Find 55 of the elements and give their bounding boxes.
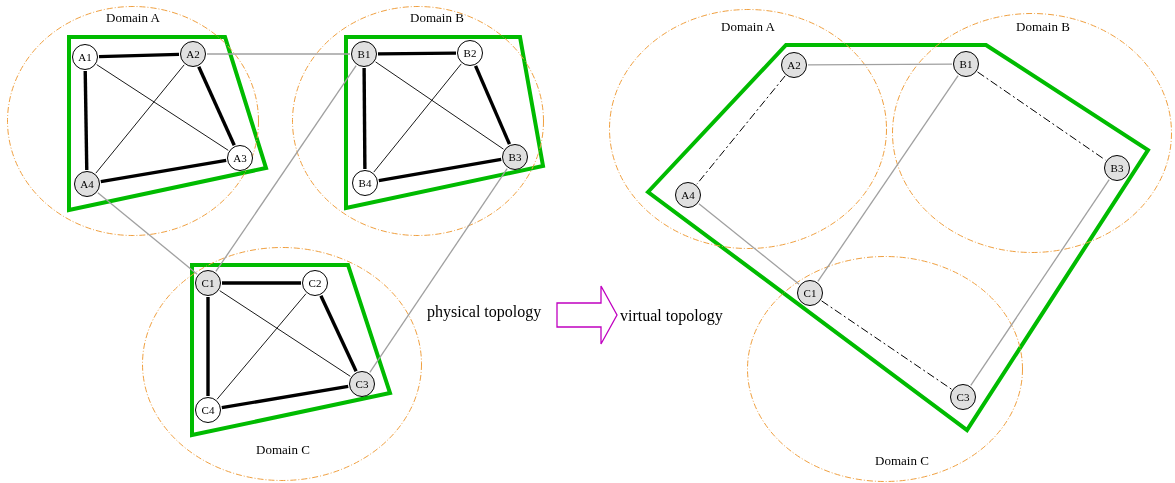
link-line (378, 157, 502, 183)
domain-label: Domain C (875, 453, 929, 469)
network-node-circle: B1 (953, 51, 979, 77)
link-line (474, 65, 511, 145)
link-line (206, 297, 210, 396)
link-line (219, 290, 351, 377)
network-node-circle: B2 (457, 40, 483, 66)
link-line (197, 66, 236, 146)
domain-label: Domain A (106, 10, 160, 26)
network-node-circle: A3 (227, 145, 253, 171)
network-node-circle: C3 (950, 384, 976, 410)
link-line (221, 384, 349, 410)
domain-label: Domain B (1016, 19, 1070, 35)
link-line (97, 192, 198, 275)
link-line (970, 178, 1110, 387)
link-line (373, 63, 462, 173)
network-node-circle: C2 (302, 270, 328, 296)
link-line (100, 158, 227, 184)
network-node-circle: A4 (74, 171, 100, 197)
network-node-circle: A2 (180, 41, 206, 67)
block-arrow (556, 285, 618, 345)
link-line (319, 294, 358, 373)
link-line (95, 64, 185, 174)
link-line (369, 167, 508, 374)
network-node-circle: B4 (352, 170, 378, 196)
network-node-circle: A1 (72, 44, 98, 70)
link-line (222, 281, 301, 285)
network-node-circle: C1 (195, 270, 221, 296)
domain-label: Domain C (256, 442, 310, 458)
link-line (206, 53, 351, 55)
link-line (216, 293, 307, 400)
link-line (215, 64, 357, 273)
network-node-circle: C1 (797, 280, 823, 306)
dash-dot-link (977, 71, 1106, 161)
domain-label: Domain A (721, 19, 775, 35)
link-line (96, 64, 229, 151)
network-node-circle: C3 (349, 371, 375, 397)
network-node-circle: B3 (1104, 155, 1130, 181)
link-line (698, 203, 800, 285)
link-line (817, 74, 959, 283)
link-line (362, 68, 367, 169)
topology-label: physical topology (427, 303, 555, 325)
link-line (83, 70, 89, 171)
link-line (378, 51, 456, 56)
network-node-circle: B3 (502, 144, 528, 170)
link-line (98, 52, 180, 59)
link-line (375, 61, 504, 150)
network-node-circle: A2 (781, 52, 807, 78)
network-node-circle: B1 (351, 41, 377, 67)
link-line (807, 63, 953, 66)
domain-label: Domain B (410, 10, 464, 26)
network-node-circle: A4 (675, 182, 701, 208)
topology-label: virtual topology (620, 307, 738, 329)
dash-dot-link (821, 300, 952, 390)
network-node-circle: C4 (195, 397, 221, 423)
